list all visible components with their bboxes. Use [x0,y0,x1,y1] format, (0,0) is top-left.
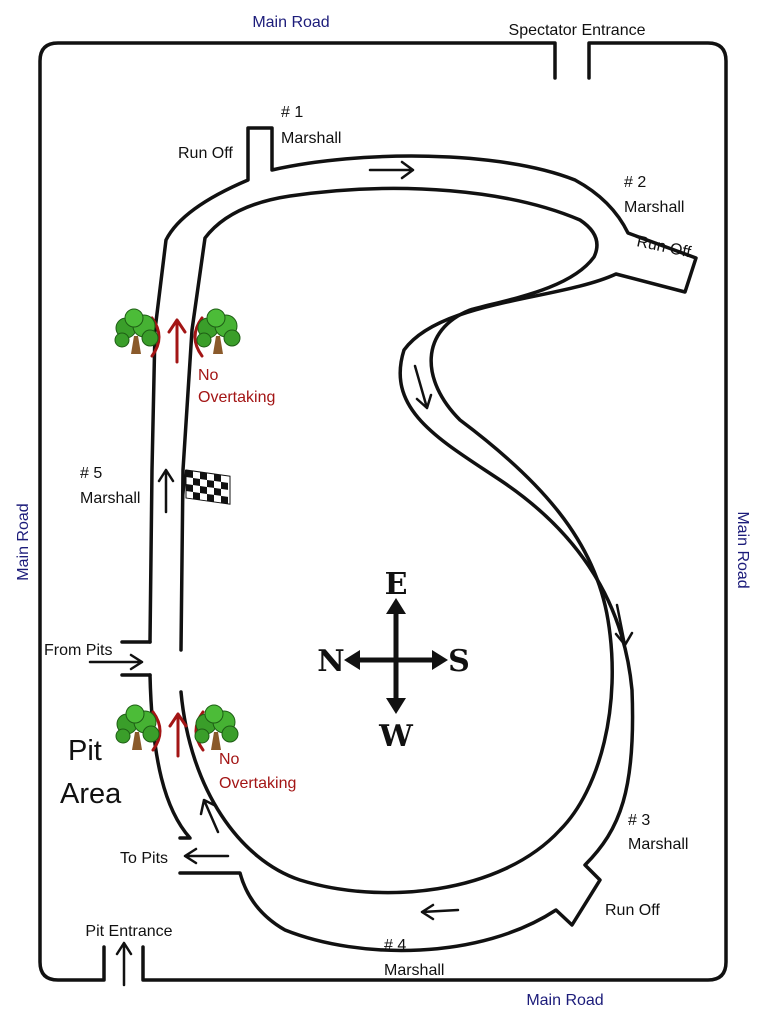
marshall-3-number: # 3 [628,812,650,829]
tree-icon [194,704,239,750]
compass-rose: E N S W [317,567,470,754]
arrow-right-side [614,603,634,647]
marshall-4-number: # 4 [384,937,406,954]
no-overtaking-1-line2: Overtaking [198,389,275,406]
arrow-pit-entry [199,798,220,834]
tree-icon [196,308,241,354]
marshall-2-label: Marshall [624,199,684,216]
arrow-pit-entrance [115,941,133,987]
marshall-1-label: Marshall [281,130,341,147]
marshall-5-label: Marshall [80,490,140,507]
no-overtaking-2-line2: Overtaking [219,775,296,792]
pit-area-line1: Pit [68,735,102,767]
marshall-1-number: # 1 [281,104,303,121]
no-overtaking-arrow-icon [167,318,187,364]
marshall-5-number: # 5 [80,465,102,482]
from-pits-lane [120,640,152,677]
arrow-descend [413,364,433,410]
from-pits-label: From Pits [44,642,112,659]
track-inner-edge [179,186,614,895]
compass-up-label: E [385,567,408,602]
no-overtaking-arrow-icon [168,712,188,758]
compass-arrows-icon [352,606,440,706]
arrow-bottom [420,903,460,921]
bracket-right-icon [193,316,204,358]
road-label-top: Main Road [252,14,329,31]
checkered-flag-icon [181,469,231,511]
run-off-1-label: Run Off [178,145,233,162]
pit-entrance-label: Pit Entrance [85,923,172,940]
marshall-2-number: # 2 [624,174,646,191]
arrow-east-top [368,160,415,180]
road-label-bottom: Main Road [526,992,603,1009]
no-overtaking-1-line1: No [198,367,219,384]
no-overtaking-2-line1: No [219,751,240,768]
pit-area-line2: Area [60,778,122,810]
tree-icon [115,704,160,750]
arrow-to-pits [183,847,230,865]
compass-left-label: N [317,644,344,679]
spectator-entrance-label: Spectator Entrance [509,22,646,39]
outer-boundary [38,41,728,982]
marshall-3-label: Marshall [628,836,688,853]
tree-icon [114,308,159,354]
compass-right-label: S [448,644,470,679]
compass-down-label: W [378,719,414,754]
marshall-4-label: Marshall [384,962,444,979]
road-label-right: Main Road [734,511,751,588]
arrow-left-straight [157,468,175,514]
bracket-left-icon [151,710,162,752]
run-off-2-label: Run Off [635,233,693,261]
run-off-3-label: Run Off [605,902,660,919]
road-label-left: Main Road [15,503,32,580]
track-outer-edge [148,126,698,953]
direction-arrows [88,160,634,987]
to-pits-label: To Pits [120,850,168,867]
arrow-from-pits [88,653,144,671]
